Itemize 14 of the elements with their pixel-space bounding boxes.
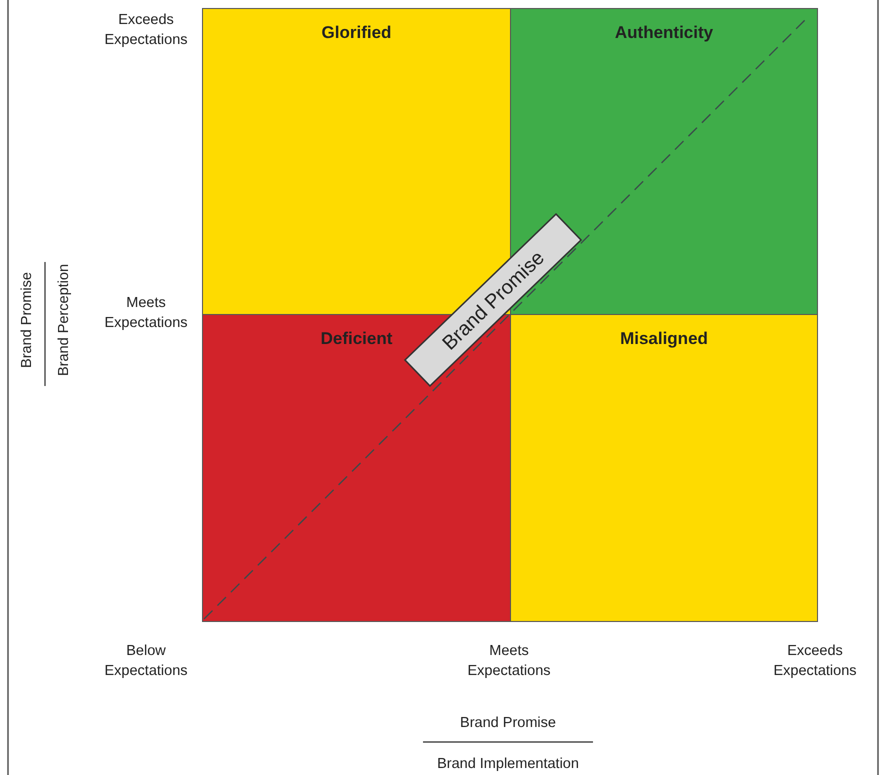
quadrant-label: Misaligned — [620, 329, 708, 349]
axis-tick-label: Exceeds Expectations — [103, 11, 189, 50]
axis-title: Brand Promise — [18, 271, 36, 370]
axis-tick-label: Meets Expectations — [466, 642, 552, 681]
axis-title: Brand Promise — [459, 714, 557, 733]
quadrant-label: Authenticity — [614, 23, 714, 43]
quadrant-label: Deficient — [320, 329, 392, 349]
quadrant-label: Glorified — [322, 23, 392, 43]
axis-title: Brand Perception — [55, 262, 73, 378]
axis-tick-label: Exceeds Expectations — [772, 642, 858, 681]
axis-tick-label: Below Expectations — [103, 642, 189, 681]
axis-tick-label: Meets Expectations — [103, 294, 189, 333]
axis-title: Brand Implementation — [436, 755, 580, 774]
quadrant-box — [510, 314, 818, 622]
